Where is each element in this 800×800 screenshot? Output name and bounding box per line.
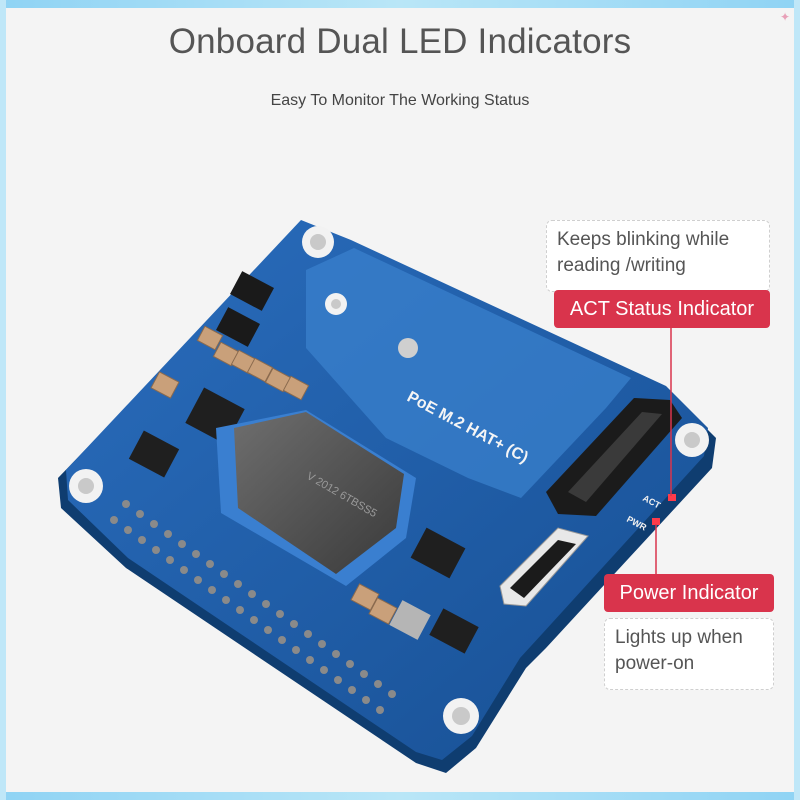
act-description-note: Keeps blinking while reading /writing [546, 220, 770, 292]
mounting-hole [69, 226, 709, 734]
pwr-led [652, 518, 660, 525]
page-subtitle: Easy To Monitor The Working Status [270, 92, 530, 109]
frame-bottom-border [0, 792, 800, 800]
transformer [234, 412, 404, 574]
capacitor-row [150, 325, 398, 625]
sparkle-icon: ✦ [779, 10, 790, 24]
act-led [668, 494, 676, 501]
ic-chip [230, 271, 274, 311]
act-status-tag: ACT Status Indicator [554, 290, 770, 328]
page-title: Onboard Dual LED Indicators [168, 22, 632, 61]
ic-chip [216, 307, 260, 347]
ic-chip [429, 608, 479, 654]
frame-right-border [794, 0, 800, 800]
inductor [389, 600, 431, 640]
board-illustration: V 2012 6TBSS5 PoE M.2 HAT+ (C) ACT PWR [58, 220, 716, 773]
ic-chip [128, 430, 180, 478]
power-indicator-tag: Power Indicator [604, 574, 774, 612]
frame-left-border [0, 0, 6, 800]
product-image: Onboard Dual LED Indicators Easy To Moni… [6, 8, 794, 792]
ic-chip [410, 527, 466, 579]
gpio-header [110, 500, 396, 714]
m2-area [306, 248, 631, 498]
frame-top-border [0, 0, 800, 8]
pwr-description-note: Lights up when power-on [604, 618, 774, 690]
